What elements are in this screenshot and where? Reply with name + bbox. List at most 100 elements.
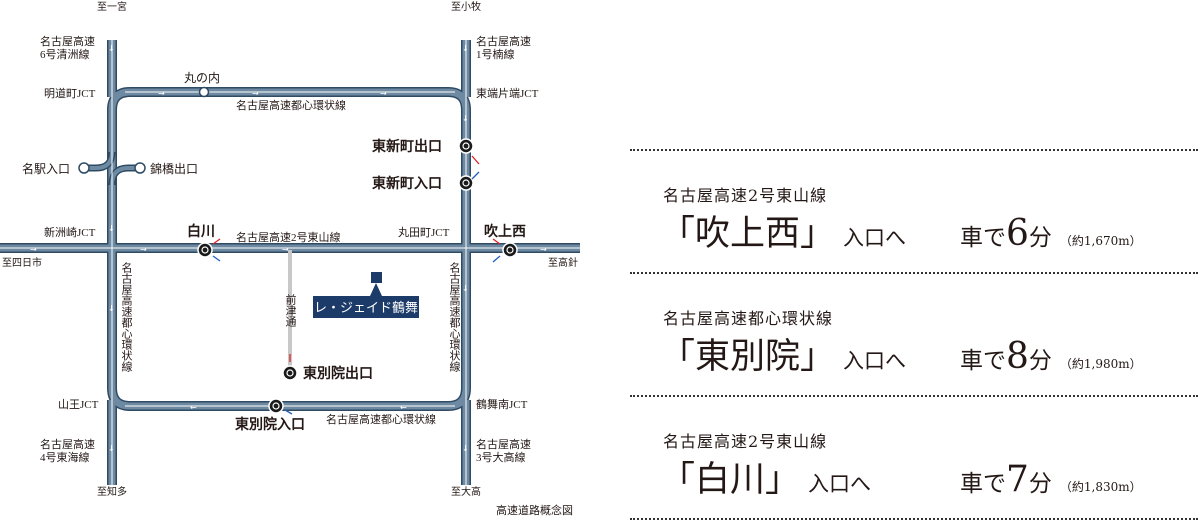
edge-label-right: 至高針 [548, 256, 578, 269]
svg-text:→: → [540, 245, 547, 254]
time-minutes: 8 [1006, 336, 1029, 377]
edge-label-bottom-right: 至大高 [451, 485, 481, 498]
map-caption: 高速道路概念図 [496, 503, 573, 517]
svg-text:↓: ↓ [462, 44, 469, 53]
route-item-fukiagenishi: 名古屋高速2号東山線 「吹上西」入口へ 車で6分（約1,670m） [630, 150, 1200, 272]
route-r6-line1: 名古屋高速 [40, 34, 95, 48]
destination-suffix: 入口へ [808, 472, 872, 496]
route-r2: 名古屋高速2号東山線 [236, 230, 341, 244]
destination: 「東別院」入口へ [660, 337, 906, 381]
higashishinmachi-entry-marker [458, 175, 474, 191]
destination-name: 「吹上西」 [660, 214, 836, 254]
svg-text:↓: ↓ [108, 304, 115, 313]
edge-label-top-left: 至一宮 [97, 0, 127, 13]
ramp-arrows [212, 155, 501, 415]
travel-time: 車で7分（約1,830m） [960, 460, 1142, 507]
route-r4-line1: 名古屋高速 [40, 437, 95, 451]
svg-text:←: ← [190, 403, 197, 412]
destination: 「吹上西」入口へ [660, 214, 906, 258]
meieki-marker [78, 162, 90, 174]
property-label-box [313, 296, 419, 318]
station-higashibetsuin-exit: 東別院出口 [303, 365, 373, 382]
higashishinmachi-exit-marker [458, 138, 474, 154]
time-minutes: 7 [1006, 459, 1029, 500]
shirakawa-marker [197, 242, 213, 258]
jct-marutacho: 丸田町JCT [398, 226, 450, 239]
time-prefix: 車で [960, 225, 1006, 251]
divider-top [630, 149, 1198, 151]
divider-bottom [630, 518, 1198, 520]
property-marker [371, 272, 382, 283]
svg-text:→: → [252, 89, 259, 98]
expressway-roads [0, 40, 580, 485]
route-name: 名古屋高速2号東山線 [663, 432, 828, 451]
time-unit: 分 [1028, 471, 1052, 497]
station-fukiagenishi: 吹上西 [484, 223, 526, 240]
marunouchi-marker [198, 86, 210, 98]
higashibetsuin-entry-marker [268, 398, 284, 414]
nishiki-marker [134, 162, 146, 174]
expressway-map: ↓↓↓ ↓↓↓ ↓↓ →→→ ←← →→→→ レ [0, 0, 580, 517]
travel-time: 車で8分 （約1,980m） [960, 337, 1142, 384]
route-loop-left: 名古屋高速都心環状線 [120, 261, 133, 372]
svg-text:→: → [140, 245, 147, 254]
jct-tsurumaiminami: 鶴舞南JCT [476, 397, 528, 411]
svg-text:↓: ↓ [108, 224, 115, 233]
direction-arrows: ↓↓↓ ↓↓↓ ↓↓ →→→ ←← →→→→ [30, 44, 547, 453]
higashibetsuin-exit-marker [282, 365, 298, 381]
station-meieki: 名駅入口 [22, 161, 70, 176]
route-loop-right: 名古屋高速都心環状線 [448, 261, 461, 372]
time-prefix: 車で [960, 348, 1006, 374]
route-r1-line1: 名古屋高速 [476, 34, 531, 48]
destination-name: 「東別院」 [660, 337, 836, 377]
route-r3-line2: 3号大高線 [476, 450, 526, 464]
svg-text:↓: ↓ [462, 114, 469, 123]
route-item-shirakawa: 名古屋高速2号東山線 「白川」入口へ 車で7分（約1,830m） [630, 396, 1200, 518]
station-higashishinmachi-exit: 東新町出口 [372, 138, 442, 155]
time-unit: 分 [1028, 348, 1052, 374]
distance: （約1,980m） [1059, 357, 1142, 371]
travel-time: 車で6分（約1,670m） [960, 214, 1142, 261]
station-markers [78, 86, 518, 414]
destination: 「白川」入口へ [660, 460, 871, 504]
jct-sannou: 山王JCT [58, 398, 99, 411]
station-shirakawa: 白川 [187, 223, 215, 240]
svg-text:←: ← [400, 403, 407, 412]
svg-text:↓: ↓ [108, 44, 115, 53]
jct-shinsuzaki: 新洲崎JCT [44, 225, 96, 239]
jct-higashikataha: 東端片端JCT [476, 87, 539, 100]
route-name: 名古屋高速都心環状線 [663, 309, 834, 328]
edge-label-left: 至四日市 [2, 256, 42, 269]
distance: （約1,670m） [1059, 234, 1142, 248]
route-r1-line2: 1号楠線 [476, 47, 515, 61]
destination-suffix: 入口へ [843, 226, 907, 250]
station-higashishinmachi-entry: 東新町入口 [372, 175, 442, 192]
route-r6-line2: 6号清洲線 [40, 47, 90, 61]
edge-label-top-right: 至小牧 [451, 0, 481, 13]
distance: （約1,830m） [1059, 480, 1142, 494]
jct-meidocho: 明道町JCT [44, 86, 96, 100]
route-maezu: 前津通 [284, 293, 297, 327]
route-r3-line1: 名古屋高速 [476, 437, 531, 451]
divider-2 [630, 272, 1198, 274]
destination-suffix: 入口へ [843, 349, 907, 373]
fukiagenishi-marker [502, 242, 518, 258]
svg-text:↓: ↓ [462, 284, 469, 293]
route-loop-top: 名古屋高速都心環状線 [236, 98, 346, 112]
route-loop-bottom: 名古屋高速都心環状線 [326, 412, 436, 426]
station-higashibetsuin-entry: 東別院入口 [235, 416, 305, 433]
svg-text:→: → [30, 245, 37, 254]
route-r4-line2: 4号東海線 [40, 450, 90, 464]
svg-text:→: → [158, 89, 165, 98]
route-name: 名古屋高速2号東山線 [663, 186, 828, 205]
time-unit: 分 [1028, 225, 1052, 251]
svg-text:→: → [282, 245, 289, 254]
property-label: レ・ジェイド鶴舞 [314, 300, 418, 315]
route-item-higashibetsuin: 名古屋高速都心環状線 「東別院」入口へ 車で8分 （約1,980m） [630, 273, 1200, 395]
svg-text:↓: ↓ [462, 444, 469, 453]
svg-text:→: → [380, 89, 387, 98]
